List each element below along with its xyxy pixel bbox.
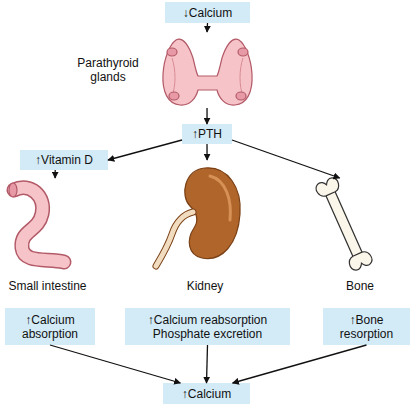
hormone-box: ↑PTH	[182, 124, 232, 144]
organ-label: Parathyroid glands	[62, 56, 154, 84]
box-text: ↑Bone resorption	[327, 313, 406, 341]
arrow-connector	[207, 345, 208, 383]
organ-figure: Small intestine	[0, 178, 95, 295]
effect-box: ↑Calcium absorption	[5, 308, 95, 345]
arrow-connector	[108, 140, 182, 160]
arrow-connector	[233, 345, 367, 383]
box-text: ↑Calcium	[182, 387, 231, 401]
vitamin-box: ↑Vitamin D	[20, 150, 108, 170]
arrow-connector	[206, 144, 207, 160]
organ-label: Kidney	[140, 279, 270, 293]
organ-label: Small intestine	[0, 279, 95, 293]
arrow-connector	[206, 23, 208, 32]
effect-box: ↑Bone resorption	[323, 308, 410, 345]
arrow-connector	[54, 170, 55, 178]
calcium-box: ↓Calcium	[165, 2, 250, 23]
organ-label: Bone	[320, 279, 400, 293]
arrow-connector	[50, 345, 180, 383]
kidney-illustration	[156, 168, 240, 266]
calcium-box: ↑Calcium	[163, 383, 250, 404]
organ-figure: Bone	[310, 178, 400, 295]
effect-box: ↑Calcium reabsorption Phosphate excretio…	[125, 308, 290, 345]
box-text: ↑PTH	[192, 127, 222, 141]
box-text: ↓Calcium	[183, 6, 232, 20]
parathyroid-illustration	[163, 39, 252, 105]
intestine-illustration	[9, 183, 64, 262]
gland-figure: Parathyroid glands	[62, 32, 258, 108]
arrow-connector	[232, 140, 340, 178]
arrow-connector	[206, 108, 207, 124]
box-text: ↑Calcium reabsorption Phosphate excretio…	[129, 313, 286, 341]
organ-figure: Kidney	[140, 160, 250, 295]
box-text: ↑Calcium absorption	[9, 313, 91, 341]
bone-illustration	[314, 176, 374, 272]
box-text: ↑Vitamin D	[35, 153, 93, 167]
